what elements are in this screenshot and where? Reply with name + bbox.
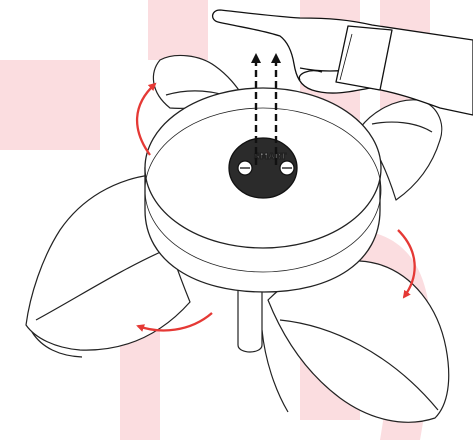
fan-hub: SMART <box>145 88 381 292</box>
motor-shaft <box>238 290 262 352</box>
fan-blade-lower-right-edge <box>262 330 288 412</box>
watermark-block-top <box>148 0 208 60</box>
watermark-block-left <box>0 60 100 150</box>
hub-brand-label: SMART <box>254 152 287 161</box>
